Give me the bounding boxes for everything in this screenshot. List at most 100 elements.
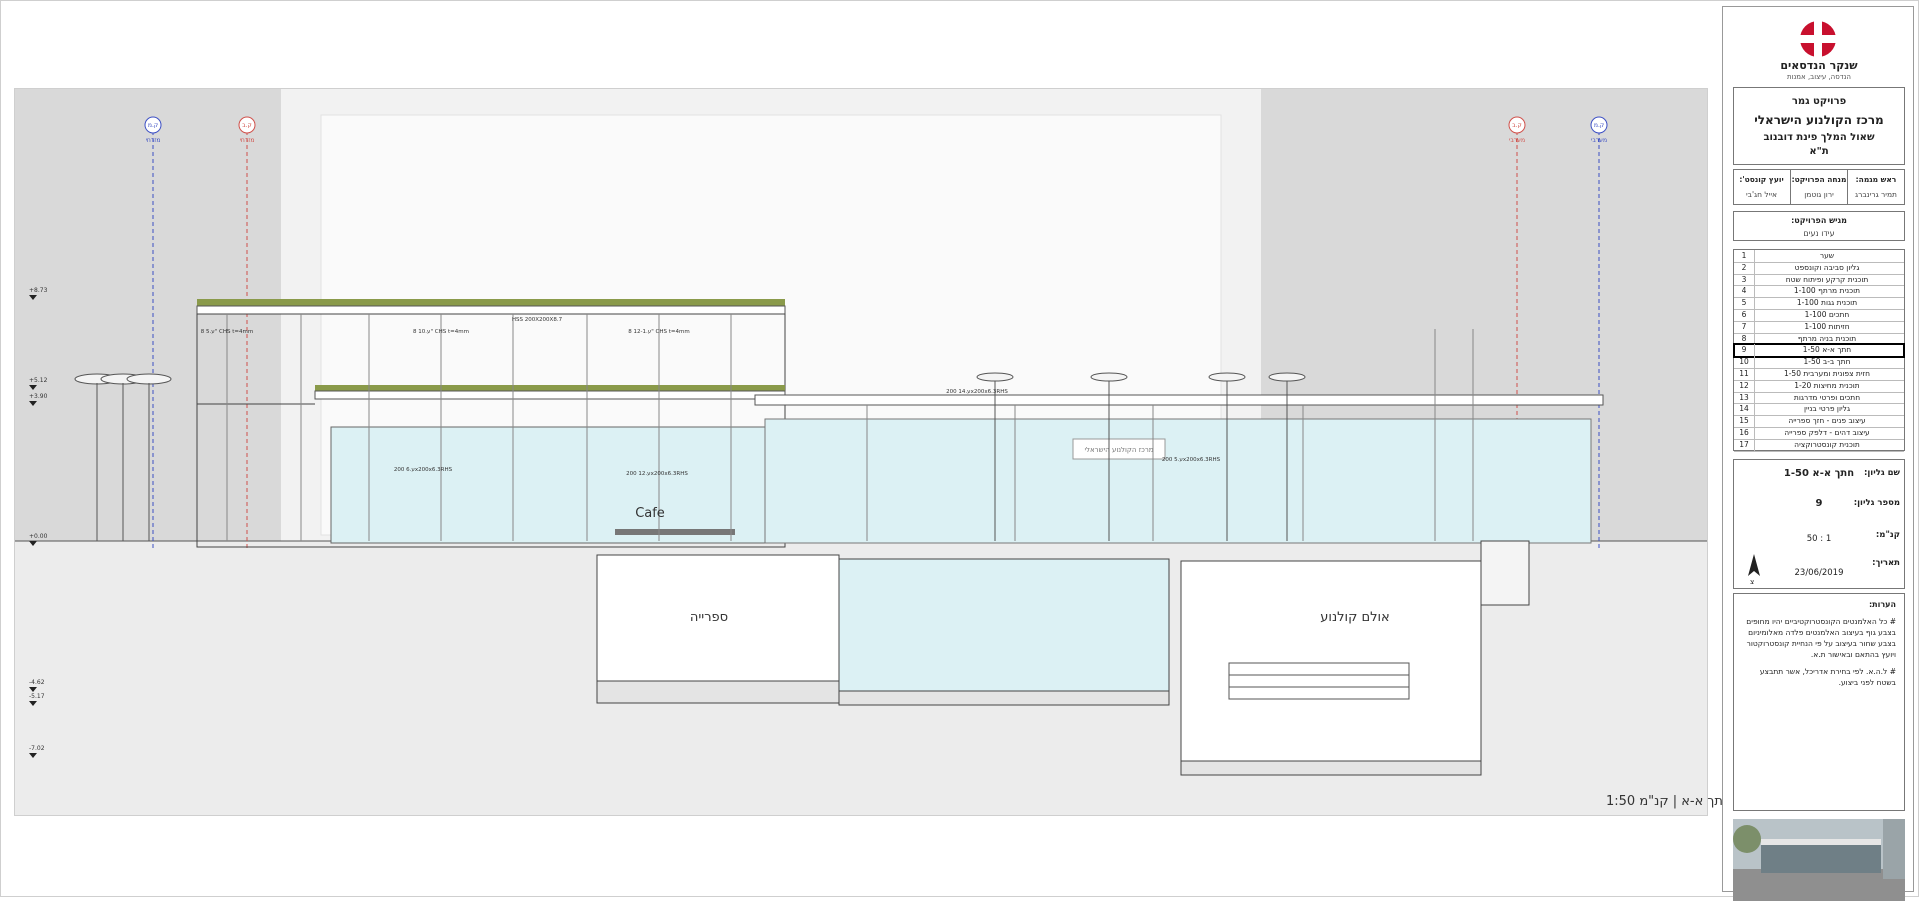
scale-value: 1 : 50 (1806, 534, 1832, 544)
svg-text:ע.6 200x200x6.3RHS: ע.6 200x200x6.3RHS (394, 467, 453, 473)
sheet-index-label: תוכנית מרתף 1-100 (1793, 286, 1861, 296)
sheet-index-number: 2 (1734, 261, 1755, 274)
main-glazing (764, 418, 1592, 544)
sheet-index-row: 4 תוכנית מרתף 1-100 (1734, 285, 1904, 299)
notes-title: הערות: (1868, 600, 1896, 609)
gridline-right-red (1508, 116, 1526, 134)
svg-text:ע.12 200x200x6.3RHS: ע.12 200x200x6.3RHS (626, 471, 688, 477)
sheet-index-row: 9 חתך א-א 1-50 (1733, 343, 1905, 359)
presenter-box: מגיש הפרויקט: עידו נעים (1733, 211, 1905, 241)
sheet-index-row: 16 עיצוב דהים - דלפק ספרייה (1734, 427, 1904, 440)
sheet-index-label: תוכנית קונסטרוקציה (1794, 439, 1860, 449)
sheet-index-label: חזית צפונית ומערבית 1-50 (1783, 369, 1871, 378)
sheet-index-row: 14 גליון פרטי בניין (1734, 403, 1904, 417)
sheet-index-label: תוכנית גגות 1-100 (1796, 298, 1858, 308)
svg-text:ק.ב: ק.ב (242, 122, 252, 129)
gridline-left-blue (144, 116, 162, 134)
title-block: שנקר הנדסאים הנדסה, עיצוב, אמנות פרויקט … (1722, 6, 1914, 901)
svg-text:+5.12: +5.12 (29, 377, 48, 384)
main-hall-volume: מרכז הקולנוע הישראלי (754, 394, 1604, 544)
project-name: מרכז הקולנוע הישראלי (1754, 113, 1884, 127)
sheet-index-number: 16 (1734, 427, 1755, 439)
sheet-info: שם גליון:חתך א-א 1-50 מספר גליון:9 קנ"מ:… (1733, 459, 1905, 589)
team-box: ראש מגמה:תמיר גרינברג מנחה הפרויקט:ירון … (1733, 169, 1905, 205)
project-label: פרויקט גמר (1791, 96, 1847, 107)
sheet-index-label: חזיתות 1-100 (1804, 321, 1850, 331)
sheet-index-label: חתכים ופרטי מדרגות (1793, 392, 1861, 402)
upper-green-roof (197, 299, 785, 306)
notes-box: הערות: # כל האלמנטים הקונסטרוקטיביים יהי… (1733, 593, 1905, 811)
note-item: # כל האלמנטים הקונסטרוקטיביים יהיו מחופי… (1746, 617, 1896, 659)
sheet-index-row: 6 חתכים 1-100 (1734, 309, 1904, 322)
sheet-index-number: 12 (1734, 379, 1755, 392)
sheet-name-value: חתך א-א 1-50 (1783, 468, 1855, 479)
sheet-index-label: עיצוב דהים - דלפק ספרייה (1784, 428, 1870, 437)
sheet-index-number: 14 (1734, 403, 1755, 416)
svg-text:מזרחי: מזרחי (146, 137, 161, 144)
building-render-thumbnail (1733, 819, 1905, 901)
sheet-index-number: 5 (1734, 297, 1755, 309)
sheet-index-row: 10 חתך ב-ב 1-50 (1734, 356, 1904, 369)
cinema-seats (1228, 662, 1410, 700)
svg-text:ע.12-1 8" CHS t=4mm: ע.12-1 8" CHS t=4mm (628, 329, 689, 335)
sheet-index-label: עיצוב פנים - חזך ספרייה (1788, 416, 1866, 426)
sheet-index-number: 15 (1734, 415, 1755, 427)
sheet-index-label: חתכים 1-100 (1804, 310, 1850, 319)
project-box: פרויקט גמר מרכז הקולנוע הישראלי שאול המל… (1733, 87, 1905, 165)
cafe-volume (314, 385, 786, 544)
sheet-index-number: 1 (1734, 250, 1755, 262)
svg-text:ע.10 8" CHS t=4mm: ע.10 8" CHS t=4mm (413, 329, 469, 335)
sheet-index-label: חתך א-א 1-50 (1802, 345, 1852, 355)
team-consultant: יועץ קונסט':אייל חג'בי (1739, 175, 1784, 199)
sheet-index-label: גליון פרטי בניין (1803, 404, 1851, 414)
svg-text:HSS 200X200X8.7: HSS 200X200X8.7 (512, 317, 563, 323)
sheet-index-number: 6 (1734, 309, 1755, 321)
profile-labels: ע.5 8" CHS t=4mm ע.10 8" CHS t=4mm HSS 2… (201, 317, 1221, 477)
sheet-index-number: 17 (1734, 438, 1755, 451)
section-svg: ק.מ מזרחי ק.ב מזרחי ק.ב מערבי ק.מ מערבי … (15, 89, 1707, 815)
sheet-index-label: תוכנית קרקע ופיתוח שטח (1785, 274, 1869, 284)
room-label-library: ספרייה (690, 610, 728, 625)
date-value: 23/06/2019 (1794, 568, 1844, 578)
sheet-index-label: תוכנית בניה מרתף (1797, 333, 1857, 343)
svg-text:מערבי: מערבי (1509, 137, 1525, 144)
sheet-index-label: חתך ב-ב 1-50 (1803, 357, 1851, 367)
pergola-umbrellas (976, 372, 1306, 541)
svg-text:ע.5 8" CHS t=4mm: ע.5 8" CHS t=4mm (201, 329, 253, 335)
building-signage: מרכז הקולנוע הישראלי (1084, 446, 1153, 454)
level-markers: +8.73 +5.12 +3.90 +0.00 -4.62 -5.17 -7.0… (29, 287, 48, 758)
room-label-hall: אולם קולנוע (1320, 610, 1389, 625)
svg-text:+3.90: +3.90 (29, 393, 48, 400)
sheet-index-label: תוכנית מחיצות 1-20 (1794, 380, 1860, 390)
room-label-cafe: Cafe (635, 506, 665, 521)
svg-text:+0.00: +0.00 (29, 533, 48, 540)
sheet-index-label: גליון סביבה וקונספט (1794, 262, 1860, 272)
svg-text:ק.מ: ק.מ (1594, 122, 1604, 129)
sheet-number-value: 9 (1815, 498, 1823, 509)
note-item: # ל.ה.א. לפי בחירת אדריכל, אשר תתבצע בשט… (1759, 667, 1896, 687)
sheet-index-label: שער (1819, 251, 1835, 260)
north-arrow-icon (1748, 554, 1760, 576)
left-trees (74, 373, 172, 541)
sheet-index-row: 15 עיצוב פנים - חזך ספרייה (1734, 415, 1904, 428)
sheet-index-number: 10 (1734, 356, 1755, 368)
cinema-hall (1180, 560, 1482, 762)
firm-subtitle: הנדסה, עיצוב, אמנות (1786, 73, 1851, 81)
svg-text:-4.62: -4.62 (29, 679, 45, 686)
svg-text:מערבי: מערבי (1591, 137, 1607, 144)
sheet-index-row: 12 תוכנית מחיצות 1-20 (1734, 379, 1904, 393)
sheet-index-number: 9 (1734, 344, 1755, 357)
basement (596, 540, 1530, 776)
sheet-index-number: 4 (1734, 285, 1755, 298)
gridline-left-red (238, 116, 256, 134)
team-advisor: מנחה הפרויקט:ירון גוטמן (1790, 170, 1847, 204)
project-city: ת"א (1809, 146, 1829, 157)
svg-text:-7.02: -7.02 (29, 745, 45, 752)
